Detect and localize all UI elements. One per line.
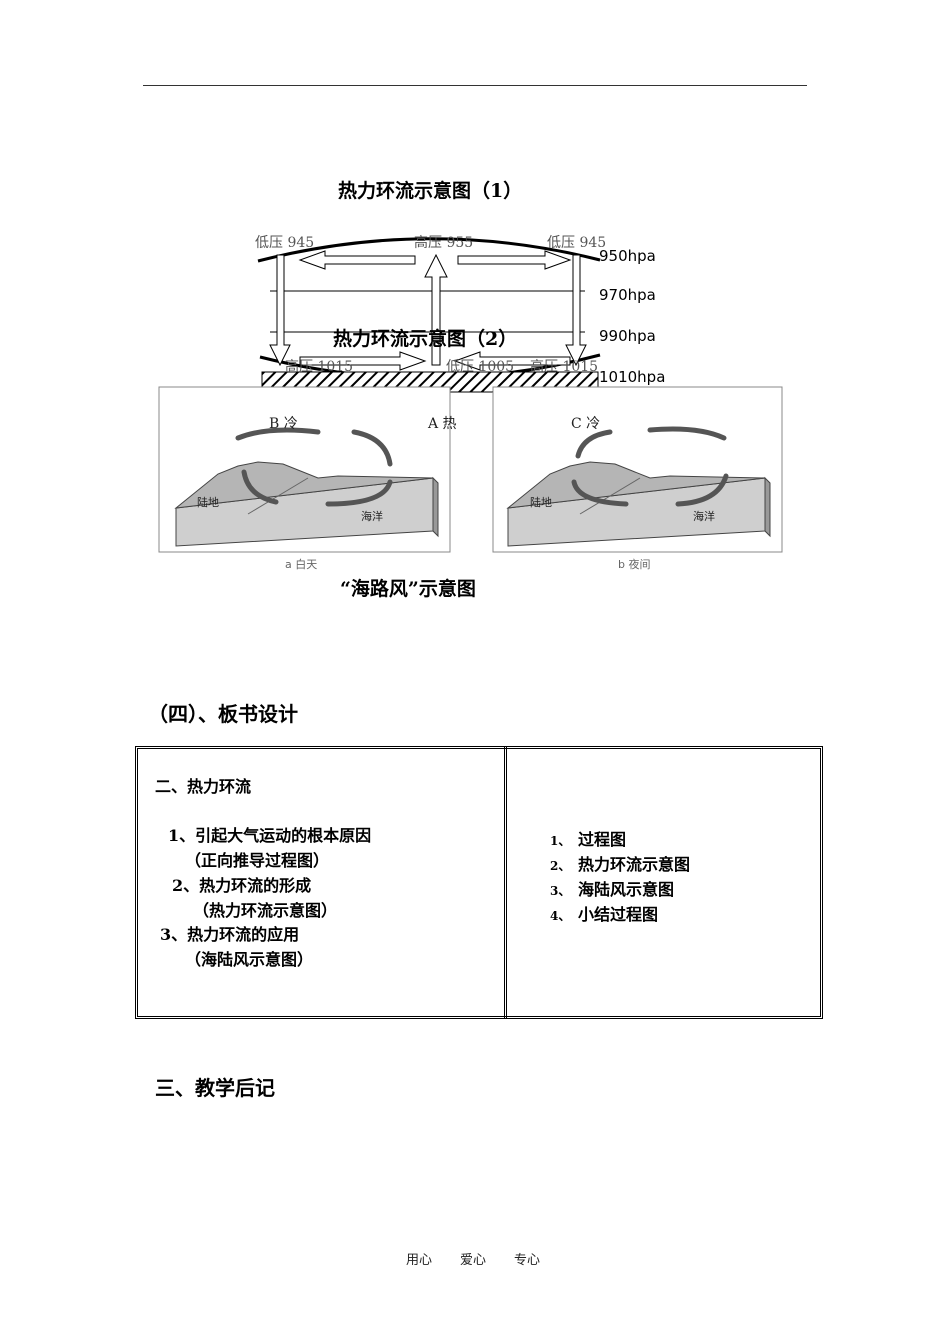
diagram3-title: “海路风”示意图 bbox=[340, 578, 476, 600]
board-left-line-4: （热力环流示意图） bbox=[193, 901, 338, 920]
isobar-950: 950hpa bbox=[599, 247, 656, 265]
board-right-item-1: 1、过程图 bbox=[550, 830, 627, 849]
footer-text-3: 专心 bbox=[514, 1253, 541, 1268]
board-left-line-1: 1、引起大气运动的根本原因 bbox=[168, 826, 372, 845]
header-rule bbox=[143, 85, 807, 86]
upper-label-center: 高压 955 bbox=[414, 235, 474, 251]
land-sea-breeze-diagram bbox=[158, 386, 783, 553]
board-right-item-4: 4、小结过程图 bbox=[550, 905, 659, 924]
board-left-line-3: 2、热力环流的形成 bbox=[172, 876, 312, 895]
label-c-cold: C 冷 bbox=[571, 416, 601, 432]
label-a-hot: A 热 bbox=[428, 416, 457, 432]
label-b-cold: B 冷 bbox=[269, 416, 298, 432]
isobar-1010: 1010hpa bbox=[599, 368, 666, 386]
diagram1-title: 热力环流示意图（1） bbox=[338, 180, 523, 202]
section4-heading: （四）、板书设计 bbox=[148, 702, 298, 726]
page-footer: 用心 爱心 专心 bbox=[392, 1249, 554, 1268]
footer-text-1: 用心 bbox=[406, 1253, 433, 1268]
board-right-item-2: 2、热力环流示意图 bbox=[550, 855, 691, 874]
panel-b-caption: b 夜间 bbox=[618, 558, 651, 571]
board-divider bbox=[504, 746, 507, 1019]
panel-b-land: 陆地 bbox=[530, 496, 552, 509]
isobar-970: 970hpa bbox=[599, 286, 656, 304]
panel-a-sea: 海洋 bbox=[361, 510, 383, 523]
section3-heading: 三、教学后记 bbox=[155, 1076, 275, 1100]
upper-label-right: 低压 945 bbox=[547, 235, 607, 251]
board-left-line-5: 3、热力环流的应用 bbox=[160, 925, 300, 944]
board-left-heading: 二、热力环流 bbox=[155, 777, 252, 796]
board-left-line-2: （正向推导过程图） bbox=[185, 851, 330, 870]
panel-b-sea: 海洋 bbox=[693, 510, 715, 523]
upper-label-left: 低压 945 bbox=[255, 235, 315, 251]
isobar-990: 990hpa bbox=[599, 327, 656, 345]
lower-label-right: 高压 1015 bbox=[530, 359, 599, 375]
board-right-item-3: 3、海陆风示意图 bbox=[550, 880, 675, 899]
panel-a-land: 陆地 bbox=[197, 496, 219, 509]
lower-label-left: 高压 1015 bbox=[285, 359, 354, 375]
footer-text-2: 爱心 bbox=[460, 1253, 487, 1268]
panel-a-caption: a 白天 bbox=[285, 558, 318, 571]
diagram2-title: 热力环流示意图（2） bbox=[333, 328, 518, 350]
lower-label-center: 低压 1005 bbox=[446, 359, 515, 375]
board-left-line-6: （海陆风示意图） bbox=[185, 950, 314, 969]
board-design-table bbox=[135, 746, 823, 1019]
